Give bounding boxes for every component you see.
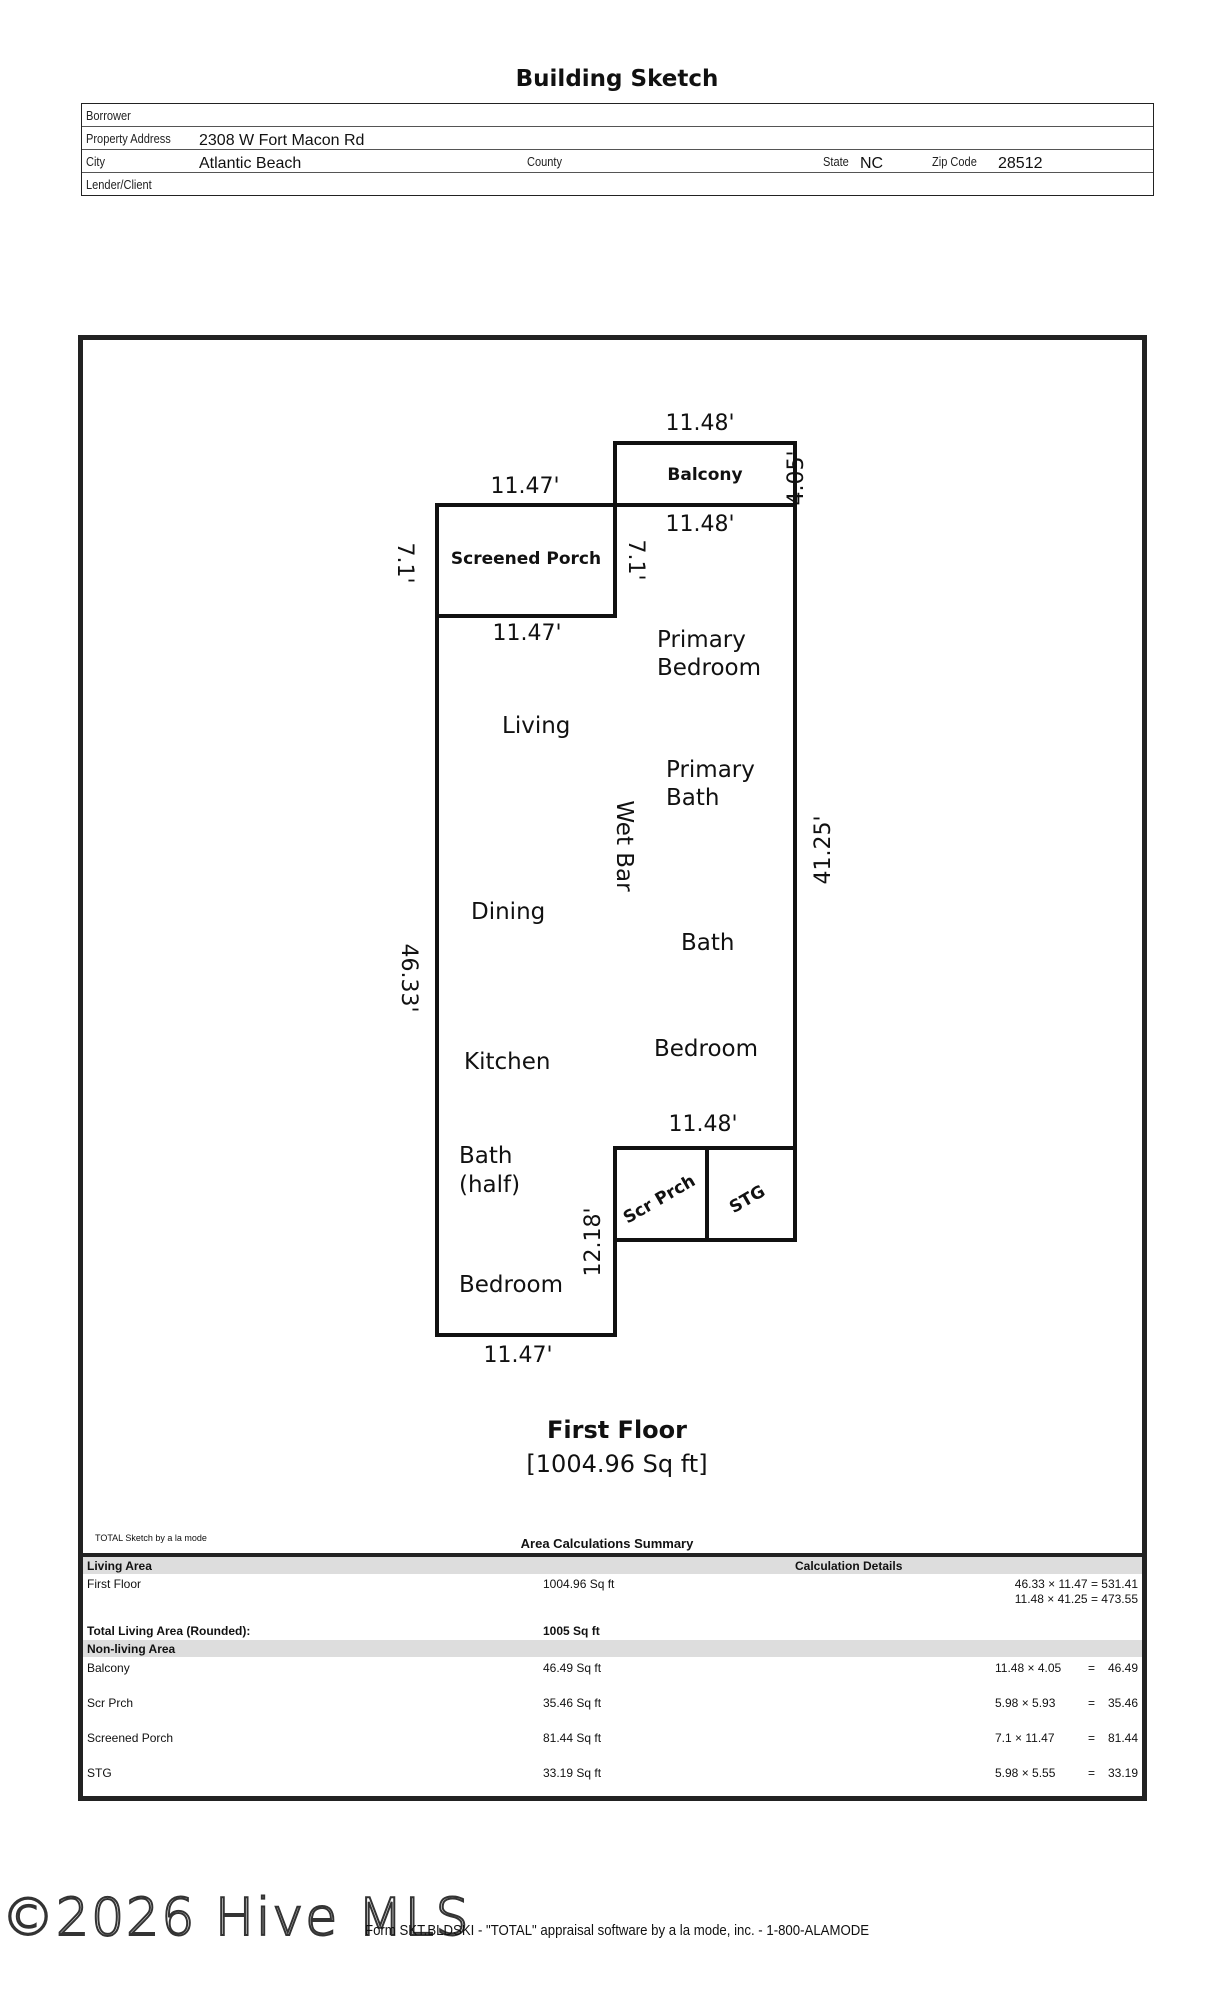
- borrower-row: Borrower: [82, 104, 1153, 127]
- row-area: 46.49 Sq ft: [543, 1661, 602, 1675]
- room-stg: STG: [726, 1182, 769, 1218]
- zip-label: Zip Code: [932, 154, 977, 169]
- city-label: City: [86, 154, 106, 169]
- total-row: Total Living Area (Rounded): 1005 Sq ft: [83, 1624, 1142, 1640]
- borrower-label: Borrower: [86, 108, 131, 123]
- row-name: Screened Porch: [87, 1731, 174, 1745]
- lender-row: Lender/Client: [82, 173, 1153, 195]
- room-primary-bath-1: Primary: [666, 757, 755, 783]
- nonliving-header: Non-living Area: [87, 1642, 176, 1656]
- nonliving-row: STG 33.19 Sq ft 5.98 × 5.55 = 33.19: [83, 1762, 1142, 1797]
- total-label: Total Living Area (Rounded):: [87, 1624, 251, 1638]
- room-dining: Dining: [471, 899, 545, 925]
- living-area-band: Living Area Calculation Details: [83, 1557, 1142, 1574]
- sketch-frame: [78, 335, 1147, 1801]
- floor-area: [1004.96 Sq ft]: [526, 1450, 707, 1478]
- stg-shape: [705, 1146, 797, 1242]
- floor-plan-sketch: 11.48' 4.05' 11.47' 11.48' 7.1' 7.1' 11.…: [392, 411, 836, 1478]
- first-floor-area: 1004.96 Sq ft: [543, 1577, 615, 1591]
- room-primary-bedroom-2: Bedroom: [657, 655, 761, 681]
- form-footer: Form SKT.BLDSKI - "TOTAL" appraisal soft…: [365, 1922, 870, 1939]
- row-name: Balcony: [87, 1661, 130, 1675]
- dim-porch-right: 7.1': [623, 539, 648, 580]
- first-floor-label: First Floor: [87, 1577, 141, 1591]
- row-calc: 11.48 × 4.05: [995, 1661, 1062, 1675]
- address-value: 2308 W Fort Macon Rd: [199, 132, 365, 149]
- dim-balcony-top: 11.48': [665, 411, 734, 436]
- row-calc: 5.98 × 5.93: [995, 1696, 1056, 1710]
- room-bedroom-bottom: Bedroom: [459, 1272, 563, 1298]
- room-primary-bath-2: Bath: [666, 785, 719, 811]
- city-row: City Atlantic Beach County State NC Zip …: [82, 150, 1153, 173]
- room-living: Living: [502, 713, 570, 739]
- dim-bottom: 11.47': [483, 1343, 552, 1368]
- room-half-bath-1: Bath: [459, 1143, 512, 1169]
- first-floor-calc-2: 11.48 × 41.25 = 473.55: [1014, 1592, 1138, 1606]
- dim-balcony-bottom: 11.48': [665, 512, 734, 537]
- dim-porch-top: 11.47': [490, 474, 559, 499]
- row-eq: =: [1088, 1696, 1096, 1710]
- room-balcony: Balcony: [667, 465, 742, 485]
- room-half-bath-2: (half): [459, 1172, 520, 1198]
- nonliving-row: Scr Prch 35.46 Sq ft 5.98 × 5.93 = 35.46: [83, 1692, 1142, 1727]
- dim-right-side: 41.25': [811, 815, 836, 884]
- room-wet-bar: Wet Bar: [611, 800, 637, 892]
- state-value: NC: [860, 155, 884, 172]
- balcony-shape: [613, 441, 797, 507]
- total-value: 1005 Sq ft: [543, 1624, 600, 1638]
- room-bath: Bath: [681, 930, 734, 956]
- first-floor-row: First Floor 1004.96 Sq ft 46.33 × 11.47 …: [83, 1574, 1142, 1624]
- property-header-table: Borrower Property Address 2308 W Fort Ma…: [81, 103, 1154, 196]
- room-scr-prch: Scr Prch: [620, 1171, 699, 1228]
- room-screened-porch: Screened Porch: [451, 549, 601, 569]
- row-name: STG: [87, 1766, 112, 1780]
- address-label: Property Address: [86, 131, 171, 146]
- nonliving-row: Balcony 46.49 Sq ft 11.48 × 4.05 = 46.49: [83, 1657, 1142, 1692]
- page-title: Building Sketch: [515, 66, 719, 92]
- lender-label: Lender/Client: [86, 177, 152, 192]
- row-eq: =: [1088, 1731, 1096, 1745]
- dim-notch-side: 12.18': [581, 1207, 606, 1276]
- dim-porch-left: 7.1': [392, 542, 417, 583]
- dim-porch-bottom: 11.47': [492, 621, 561, 646]
- row-result: 46.49: [1107, 1661, 1138, 1675]
- summary-title: Area Calculations Summary: [520, 1536, 694, 1551]
- row-eq: =: [1088, 1766, 1096, 1780]
- dim-stg-top: 11.48': [668, 1112, 737, 1137]
- dim-left-side: 46.33': [396, 943, 421, 1012]
- row-result: 81.44: [1107, 1731, 1138, 1745]
- zip-value: 28512: [998, 155, 1043, 172]
- county-label: County: [527, 154, 563, 169]
- living-header: Living Area: [87, 1559, 152, 1573]
- first-floor-calc-1: 46.33 × 11.47 = 531.41: [1014, 1577, 1138, 1591]
- area-summary-table: Living Area Calculation Details First Fl…: [83, 1557, 1142, 1797]
- watermark: ©2026 Hive MLS: [1, 1887, 471, 1949]
- row-calc: 7.1 × 11.47: [995, 1731, 1055, 1745]
- room-bedroom-right: Bedroom: [654, 1036, 758, 1062]
- state-label: State: [823, 154, 849, 169]
- nonliving-band: Non-living Area: [83, 1640, 1142, 1657]
- row-area: 81.44 Sq ft: [543, 1731, 602, 1745]
- dim-balcony-side: 4.05': [784, 450, 809, 505]
- row-result: 33.19: [1107, 1766, 1138, 1780]
- address-row: Property Address 2308 W Fort Macon Rd: [82, 127, 1153, 150]
- software-note: TOTAL Sketch by a la mode: [95, 1533, 207, 1543]
- row-calc: 5.98 × 5.55: [995, 1766, 1056, 1780]
- room-kitchen: Kitchen: [464, 1049, 550, 1075]
- city-value: Atlantic Beach: [199, 155, 302, 172]
- calc-header: Calculation Details: [795, 1559, 903, 1573]
- row-name: Scr Prch: [87, 1696, 134, 1710]
- screened-porch-shape: [435, 503, 617, 618]
- row-eq: =: [1088, 1661, 1096, 1675]
- row-result: 35.46: [1107, 1696, 1138, 1710]
- row-area: 33.19 Sq ft: [543, 1766, 602, 1780]
- floor-name: First Floor: [547, 1416, 687, 1444]
- summary-divider: [78, 1553, 1147, 1557]
- house-outline: [435, 505, 797, 1337]
- nonliving-row: Screened Porch 81.44 Sq ft 7.1 × 11.47 = 81.…: [83, 1727, 1142, 1762]
- room-primary-bedroom-1: Primary: [657, 627, 746, 653]
- row-area: 35.46 Sq ft: [543, 1696, 602, 1710]
